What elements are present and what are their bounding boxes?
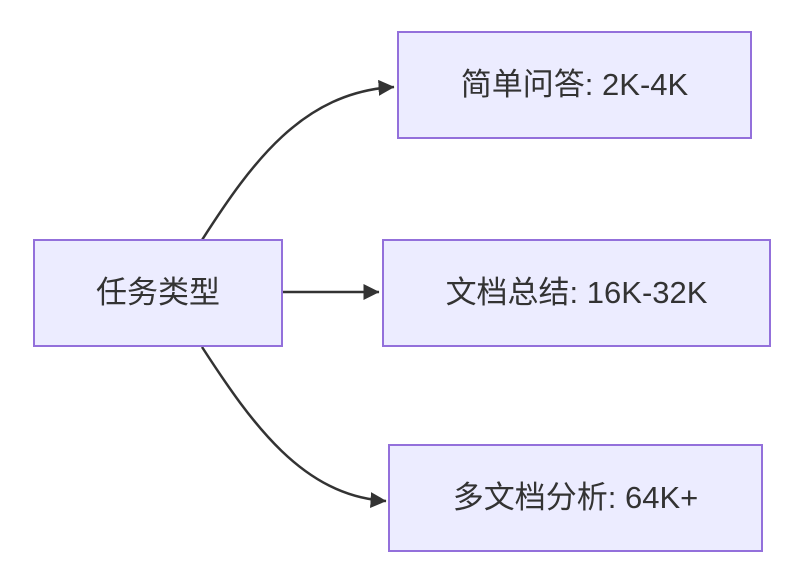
- node-simple-qa: 简单问答: 2K-4K: [397, 31, 752, 139]
- node-simple-qa-label: 简单问答: 2K-4K: [460, 67, 689, 103]
- node-doc-summary: 文档总结: 16K-32K: [382, 239, 771, 347]
- node-task-type: 任务类型: [33, 239, 283, 347]
- node-multi-doc: 多文档分析: 64K+: [388, 444, 763, 552]
- edge-root-to-simple-qa: [200, 79, 395, 241]
- node-doc-summary-label: 文档总结: 16K-32K: [445, 275, 708, 311]
- node-task-type-label: 任务类型: [96, 275, 220, 311]
- edge-root-to-multi-doc: [200, 346, 387, 509]
- node-multi-doc-label: 多文档分析: 64K+: [452, 480, 699, 516]
